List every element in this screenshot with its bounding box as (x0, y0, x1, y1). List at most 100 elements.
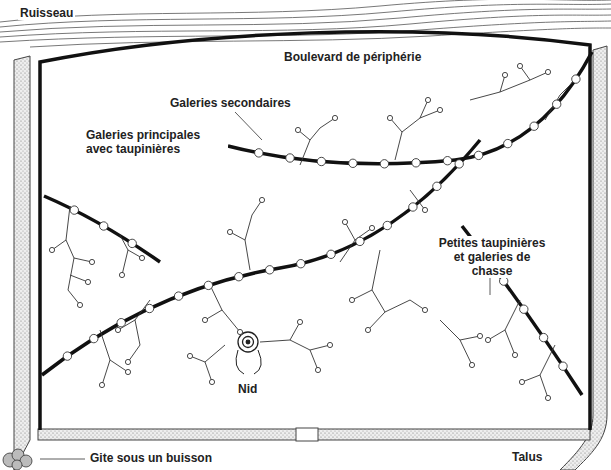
perimeter-boulevard (40, 32, 590, 430)
molehill (128, 239, 136, 247)
small-molehill (49, 247, 54, 252)
small-molehill (469, 362, 474, 367)
secondary-gallery (310, 345, 330, 350)
small-molehill (119, 272, 124, 277)
secondary-gallery (290, 322, 300, 340)
small-molehill (125, 369, 130, 374)
molehill (572, 75, 580, 83)
secondary-gallery (460, 336, 480, 340)
small-molehill (349, 297, 354, 302)
small-molehill (99, 382, 104, 387)
small-molehill (237, 329, 242, 334)
molehill (380, 160, 388, 168)
molehill (559, 362, 567, 370)
molehill (474, 151, 482, 159)
small-molehill (187, 353, 192, 358)
secondary-gallery (470, 72, 548, 100)
molehill (174, 292, 182, 300)
small-molehill (315, 367, 320, 372)
molehill (117, 319, 125, 327)
molehill (500, 277, 508, 285)
small-molehill (295, 127, 300, 132)
small-molehill (545, 69, 550, 74)
talus-gap (296, 428, 318, 441)
small-molehill (369, 225, 374, 230)
small-molehill (422, 207, 427, 212)
molehill (443, 157, 451, 165)
small-molehill (365, 327, 370, 332)
molehill (553, 100, 561, 108)
secondary-gallery (368, 250, 385, 330)
small-molehill (77, 302, 82, 307)
molehill (349, 159, 357, 167)
secondary-gallery (385, 300, 425, 312)
small-molehill (342, 219, 347, 224)
molehill (530, 122, 538, 130)
molehill (409, 203, 417, 211)
secondary-gallery (300, 118, 335, 165)
molehill (70, 206, 78, 214)
small-molehill (437, 107, 442, 112)
map-label: Talus (510, 450, 544, 464)
map-label: Gite sous un buisson (88, 451, 214, 465)
small-molehill (202, 317, 207, 322)
left-bank (14, 56, 30, 470)
molehill (327, 250, 335, 258)
small-molehill (327, 342, 332, 347)
molehill (204, 281, 212, 289)
secondary-gallery (205, 345, 225, 382)
small-molehill (332, 115, 337, 120)
bush-shelter (3, 449, 32, 470)
molehill (90, 334, 98, 342)
secondary-gallery (260, 340, 318, 370)
main-galleries (42, 52, 592, 395)
molehill (297, 260, 305, 268)
secondary-gallery (352, 290, 372, 300)
small-molehill (139, 255, 144, 260)
talus-band (38, 429, 590, 440)
leader-lines (40, 112, 490, 459)
molehill (383, 221, 391, 229)
small-molehill (422, 307, 427, 312)
molehill (266, 266, 274, 274)
secondary-gallery (245, 200, 262, 270)
secondary-gallery (66, 206, 80, 305)
stream-label: Ruisseau (18, 6, 75, 20)
map-label: Galeries principales avec taupinières (84, 128, 228, 156)
secondary-gallery (340, 228, 372, 262)
molehill (539, 333, 547, 341)
small-molehill (89, 259, 94, 264)
nest-tunnel (236, 350, 261, 374)
molehill (317, 157, 325, 165)
small-molehill (85, 279, 90, 284)
molehills (49, 63, 580, 400)
right-bank (560, 46, 607, 470)
molehill (63, 352, 71, 360)
small-molehill (227, 229, 232, 234)
small-molehill (512, 352, 517, 357)
molehill (356, 237, 364, 245)
molehill (255, 149, 263, 157)
secondary-gallery (100, 330, 110, 385)
small-molehill (297, 319, 302, 324)
molehill (520, 305, 528, 313)
secondary-gallery (440, 320, 472, 365)
secondary-gallery (545, 80, 575, 120)
molehill (100, 222, 108, 230)
secondary-gallery (210, 285, 240, 332)
map-label: Galeries secondaires (168, 96, 293, 110)
secondary-gallery (540, 345, 555, 398)
small-molehill (477, 333, 482, 338)
small-molehill (209, 379, 214, 384)
small-molehill (485, 337, 490, 342)
molehill (433, 182, 441, 190)
nest (238, 332, 258, 352)
small-molehill (125, 359, 130, 364)
molehill (235, 273, 243, 281)
map-label: Boulevard de périphérie (282, 50, 423, 64)
small-molehill (519, 379, 524, 384)
small-molehill (517, 63, 522, 68)
nest-label: Nid (236, 382, 259, 396)
